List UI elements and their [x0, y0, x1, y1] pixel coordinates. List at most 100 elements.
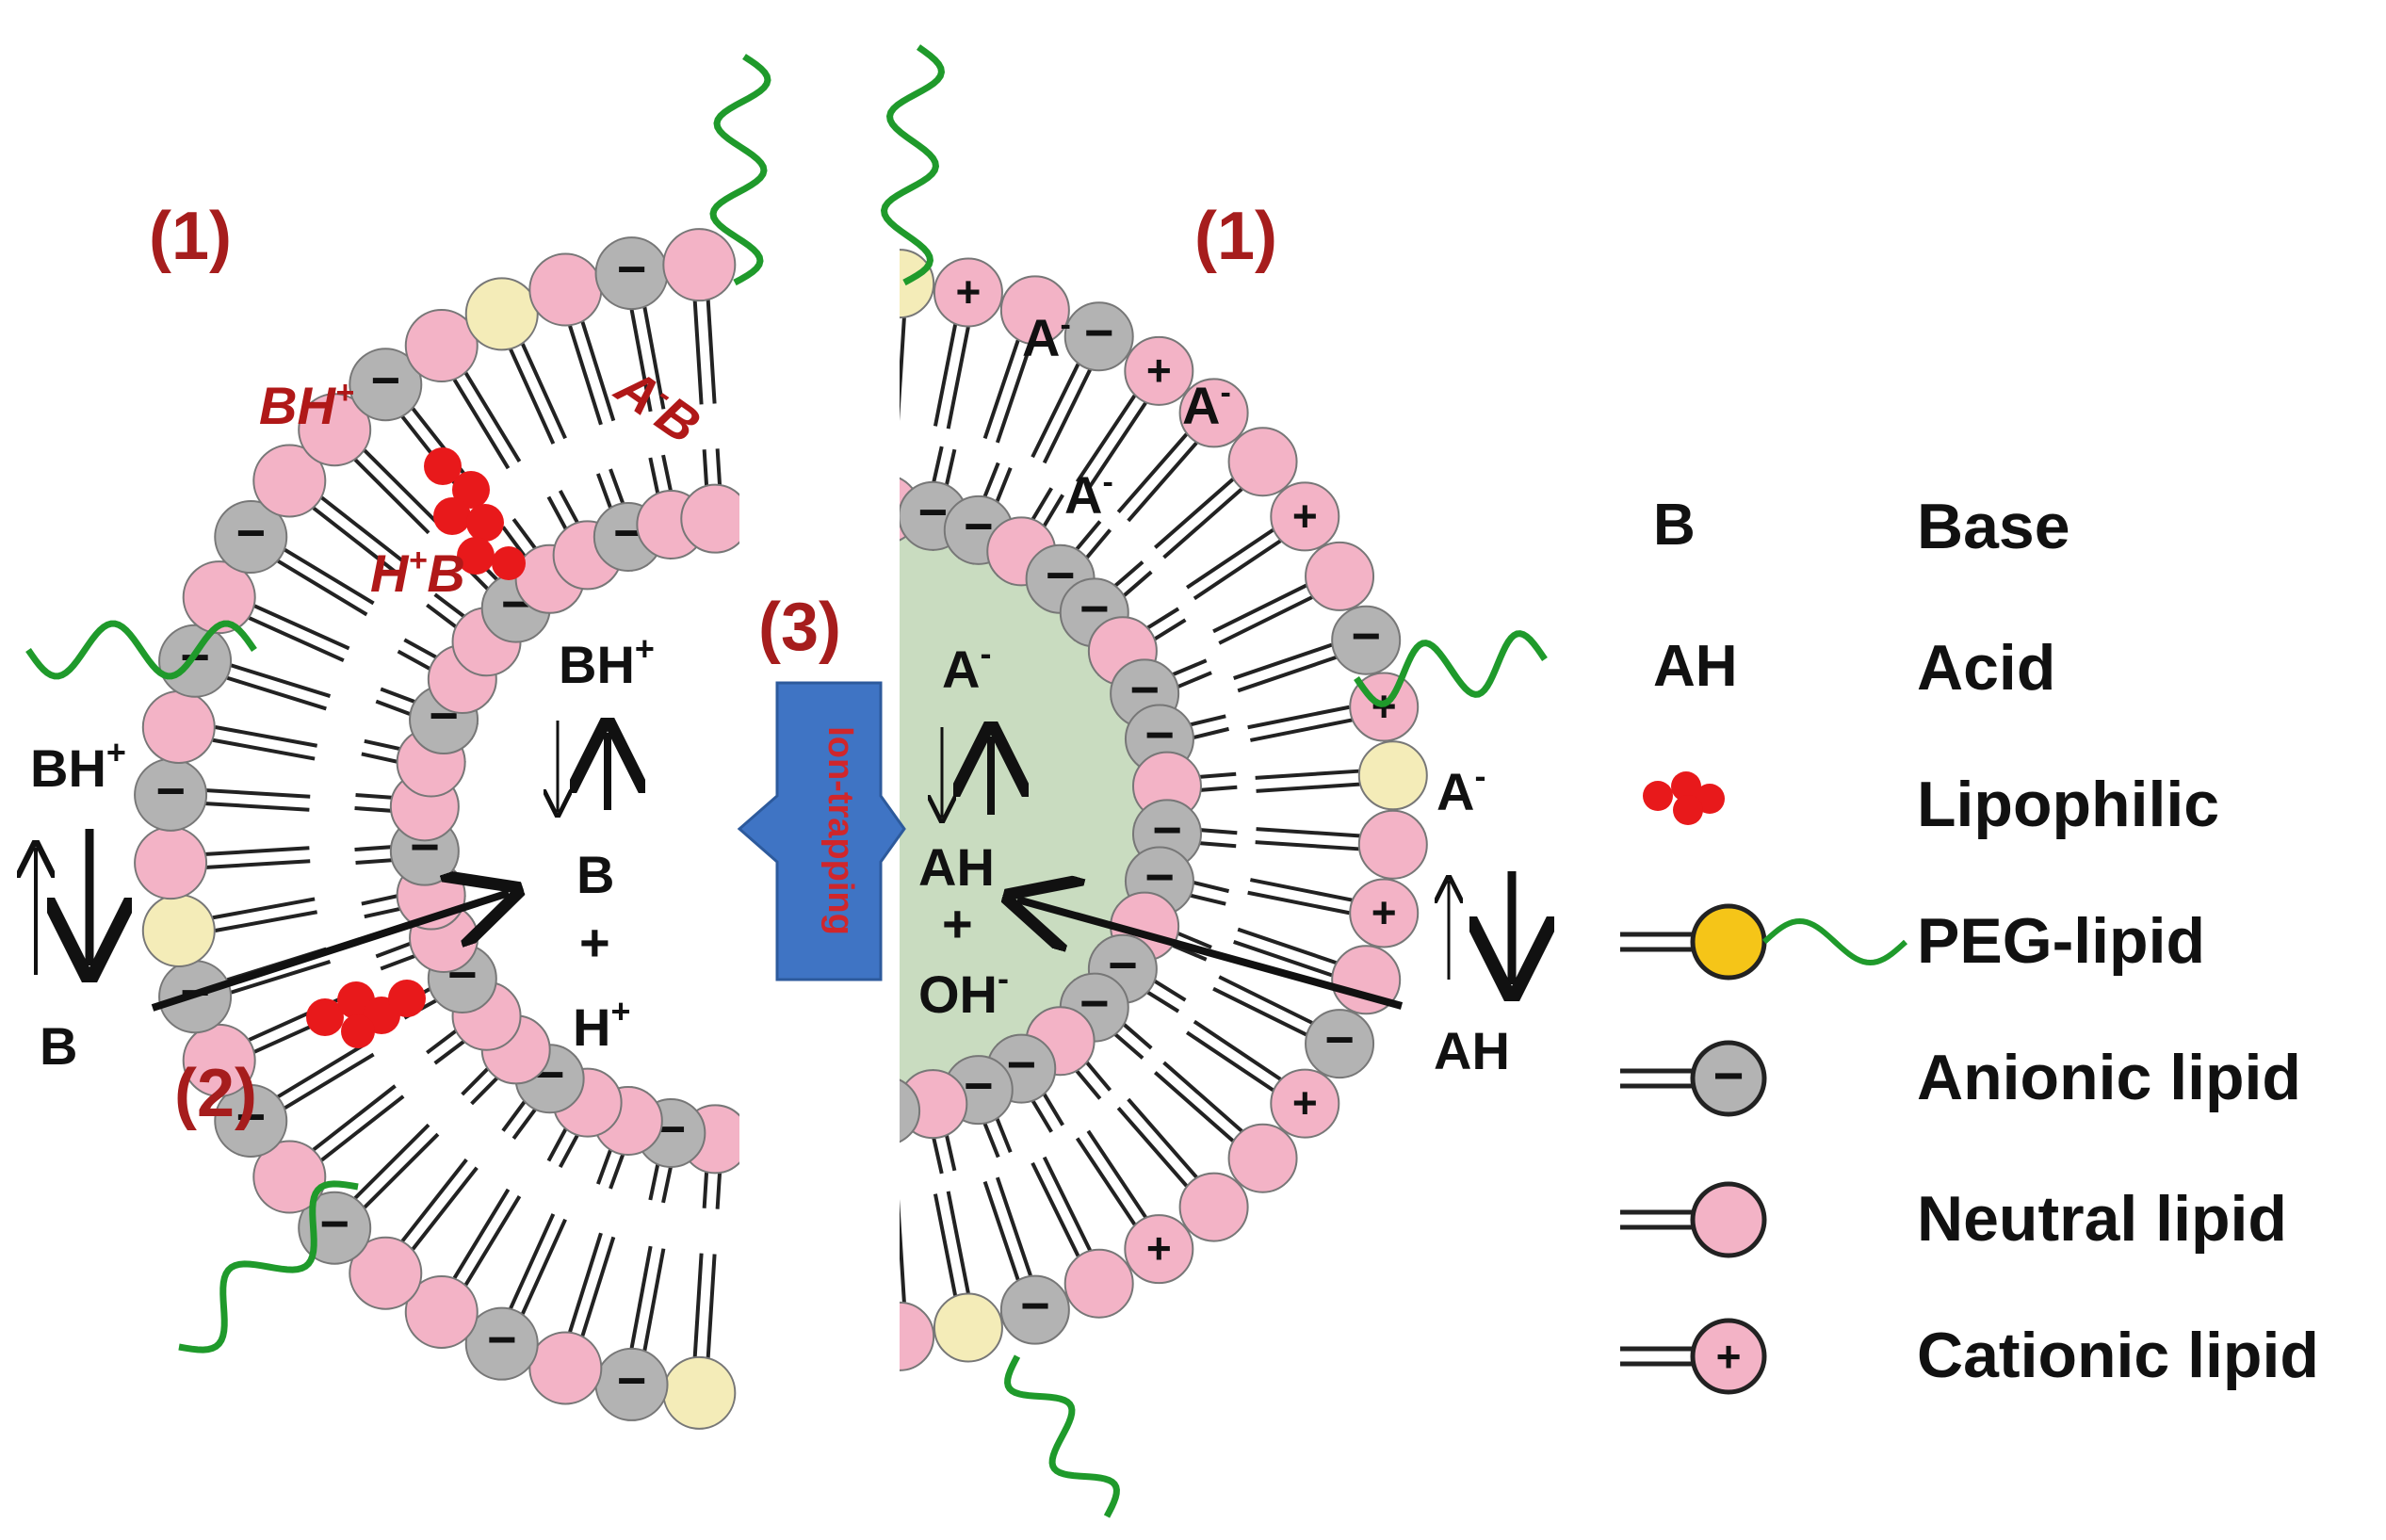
svg-text:+: +	[1292, 1078, 1318, 1127]
peg-chain-bottom-left	[178, 1180, 359, 1354]
left-outer-lipid	[252, 444, 405, 574]
right-outer-lipid: −	[1233, 605, 1402, 693]
left-outer-lipid	[662, 228, 737, 405]
svg-text:−: −	[964, 1058, 994, 1114]
left-outer-lipid: −	[158, 624, 332, 711]
left-outer-lipid	[404, 1188, 522, 1349]
svg-text:−: −	[487, 1312, 517, 1369]
legend-label: Neutral lipid	[1917, 1183, 2287, 1255]
right-inside-plus: +	[942, 894, 973, 953]
right-outer-lipid: +	[1185, 481, 1340, 601]
right-outer-lipid	[1116, 1097, 1249, 1242]
svg-text:−: −	[235, 505, 266, 561]
left-outer-lipid	[298, 393, 440, 535]
svg-text:−: −	[1351, 608, 1381, 665]
membrane-a-label-3: A-	[1064, 464, 1113, 525]
legend-item: Anionic lipid−	[1620, 1040, 2301, 1117]
step-label-right-top: (1)	[1194, 199, 1277, 274]
svg-text:+: +	[1716, 1332, 1742, 1381]
right-outer-lipid: −	[1212, 975, 1375, 1079]
legend-symbol-text: B	[1653, 493, 1696, 558]
legend-label: PEG-lipid	[1917, 905, 2205, 977]
svg-text:−: −	[1324, 1012, 1355, 1068]
membrane-a-label-2: A-	[1182, 375, 1231, 435]
svg-text:−: −	[617, 1353, 647, 1409]
left-outside-b: B	[40, 1016, 77, 1076]
right-outer-lipid: +	[1247, 878, 1420, 948]
legend-item: Cationic lipid +	[1620, 1318, 2319, 1395]
lipophilic-dot	[1671, 771, 1701, 802]
right-outer-lipid	[1255, 740, 1428, 811]
svg-text:−: −	[870, 1078, 901, 1135]
left-interior-equilibrium: BH+ B + H+	[558, 629, 655, 1057]
membrane-bh-label: BH+	[259, 375, 354, 435]
left-inside-h: H+	[573, 992, 630, 1057]
svg-text:−: −	[319, 1196, 349, 1253]
svg-text:−: −	[1084, 304, 1114, 361]
left-inner-lipid	[680, 448, 739, 554]
left-outside-equilibrium: BH+ B	[30, 733, 509, 1076]
ion-trapping-double-arrow: Ion-trapping	[737, 681, 906, 981]
svg-text:+: +	[1146, 1224, 1172, 1273]
right-outer-lipid	[933, 1191, 1003, 1363]
svg-text:−: −	[1020, 1278, 1050, 1335]
left-outer-lipid	[528, 1232, 616, 1405]
legend-label: Cationic lipid	[1917, 1320, 2319, 1391]
cationic-lipid-icon	[1690, 1318, 1767, 1395]
right-outer-lipid: +	[933, 257, 1003, 430]
lipophilic-dot	[1673, 795, 1703, 825]
right-core	[900, 529, 1149, 1091]
svg-text:+: +	[1372, 887, 1397, 936]
peg-chain-bottom-right	[1004, 1354, 1120, 1518]
right-inside-ah: AH	[918, 837, 995, 897]
right-inside-a: A-	[942, 634, 991, 699]
legend-label: Lipophilic	[1917, 769, 2219, 840]
legend-item: PEG-lipid	[1620, 903, 2205, 981]
left-outer-lipid	[141, 690, 317, 765]
right-outer-lipid	[1212, 541, 1375, 645]
legend-item: Lipophilic	[1643, 769, 2219, 840]
step-label-left-bottom: (2)	[174, 1056, 257, 1131]
legend-item: Base B	[1653, 491, 2070, 562]
legend-label: Base	[1917, 491, 2070, 562]
right-outer-lipid	[1233, 927, 1402, 1015]
left-inside-bh: BH+	[559, 629, 655, 694]
svg-text:+: +	[955, 267, 981, 316]
membrane-hb-label: H+B	[370, 543, 465, 603]
left-outer-lipid	[182, 560, 350, 662]
right-outer-lipid: +	[1075, 1129, 1194, 1285]
left-outer-lipid: −	[214, 1041, 375, 1158]
left-outer-lipid	[349, 1158, 479, 1310]
left-outer-lipid	[252, 1084, 405, 1214]
legend-item: Neutral lipid	[1620, 1181, 2287, 1258]
membrane-ab-label: A-B	[604, 354, 711, 454]
step-label-left-top: (1)	[149, 199, 232, 274]
right-outer-lipid	[900, 249, 935, 422]
lipophilic-cluster-upper	[424, 447, 526, 580]
svg-text:+: +	[1292, 491, 1318, 540]
svg-text:+: +	[1146, 346, 1172, 395]
left-inside-plus: +	[579, 913, 610, 972]
left-inside-b: B	[576, 845, 614, 904]
right-membrane-labels: A- A- A-	[1022, 307, 1231, 525]
membrane-a-label-1: A-	[1022, 307, 1071, 367]
right-outside-ah: AH	[1434, 1021, 1510, 1080]
right-outer-lipid: −	[1031, 301, 1134, 464]
anionic-lipid-icon	[1690, 1040, 1767, 1117]
right-outer-lipid	[1116, 378, 1249, 523]
left-outer-lipid: −	[349, 348, 479, 500]
svg-text:−: −	[371, 352, 401, 409]
right-outside-a: A-	[1436, 756, 1485, 821]
left-outer-lipid: −	[134, 757, 311, 832]
right-liposome-bilayer: +−++−++−++−−−−−−−−−−−−−−	[870, 249, 1428, 1371]
left-outside-bh: BH+	[30, 733, 126, 798]
left-outer-lipid: −	[594, 236, 669, 413]
right-outer-lipid: +	[1075, 335, 1194, 491]
lipophilic-dot	[1643, 781, 1673, 811]
peg-lipid-icon	[1690, 903, 1767, 981]
left-outer-lipid	[141, 893, 317, 967]
legend-label: Anionic lipid	[1917, 1042, 2301, 1113]
aqueous-core-right	[900, 529, 1149, 1091]
